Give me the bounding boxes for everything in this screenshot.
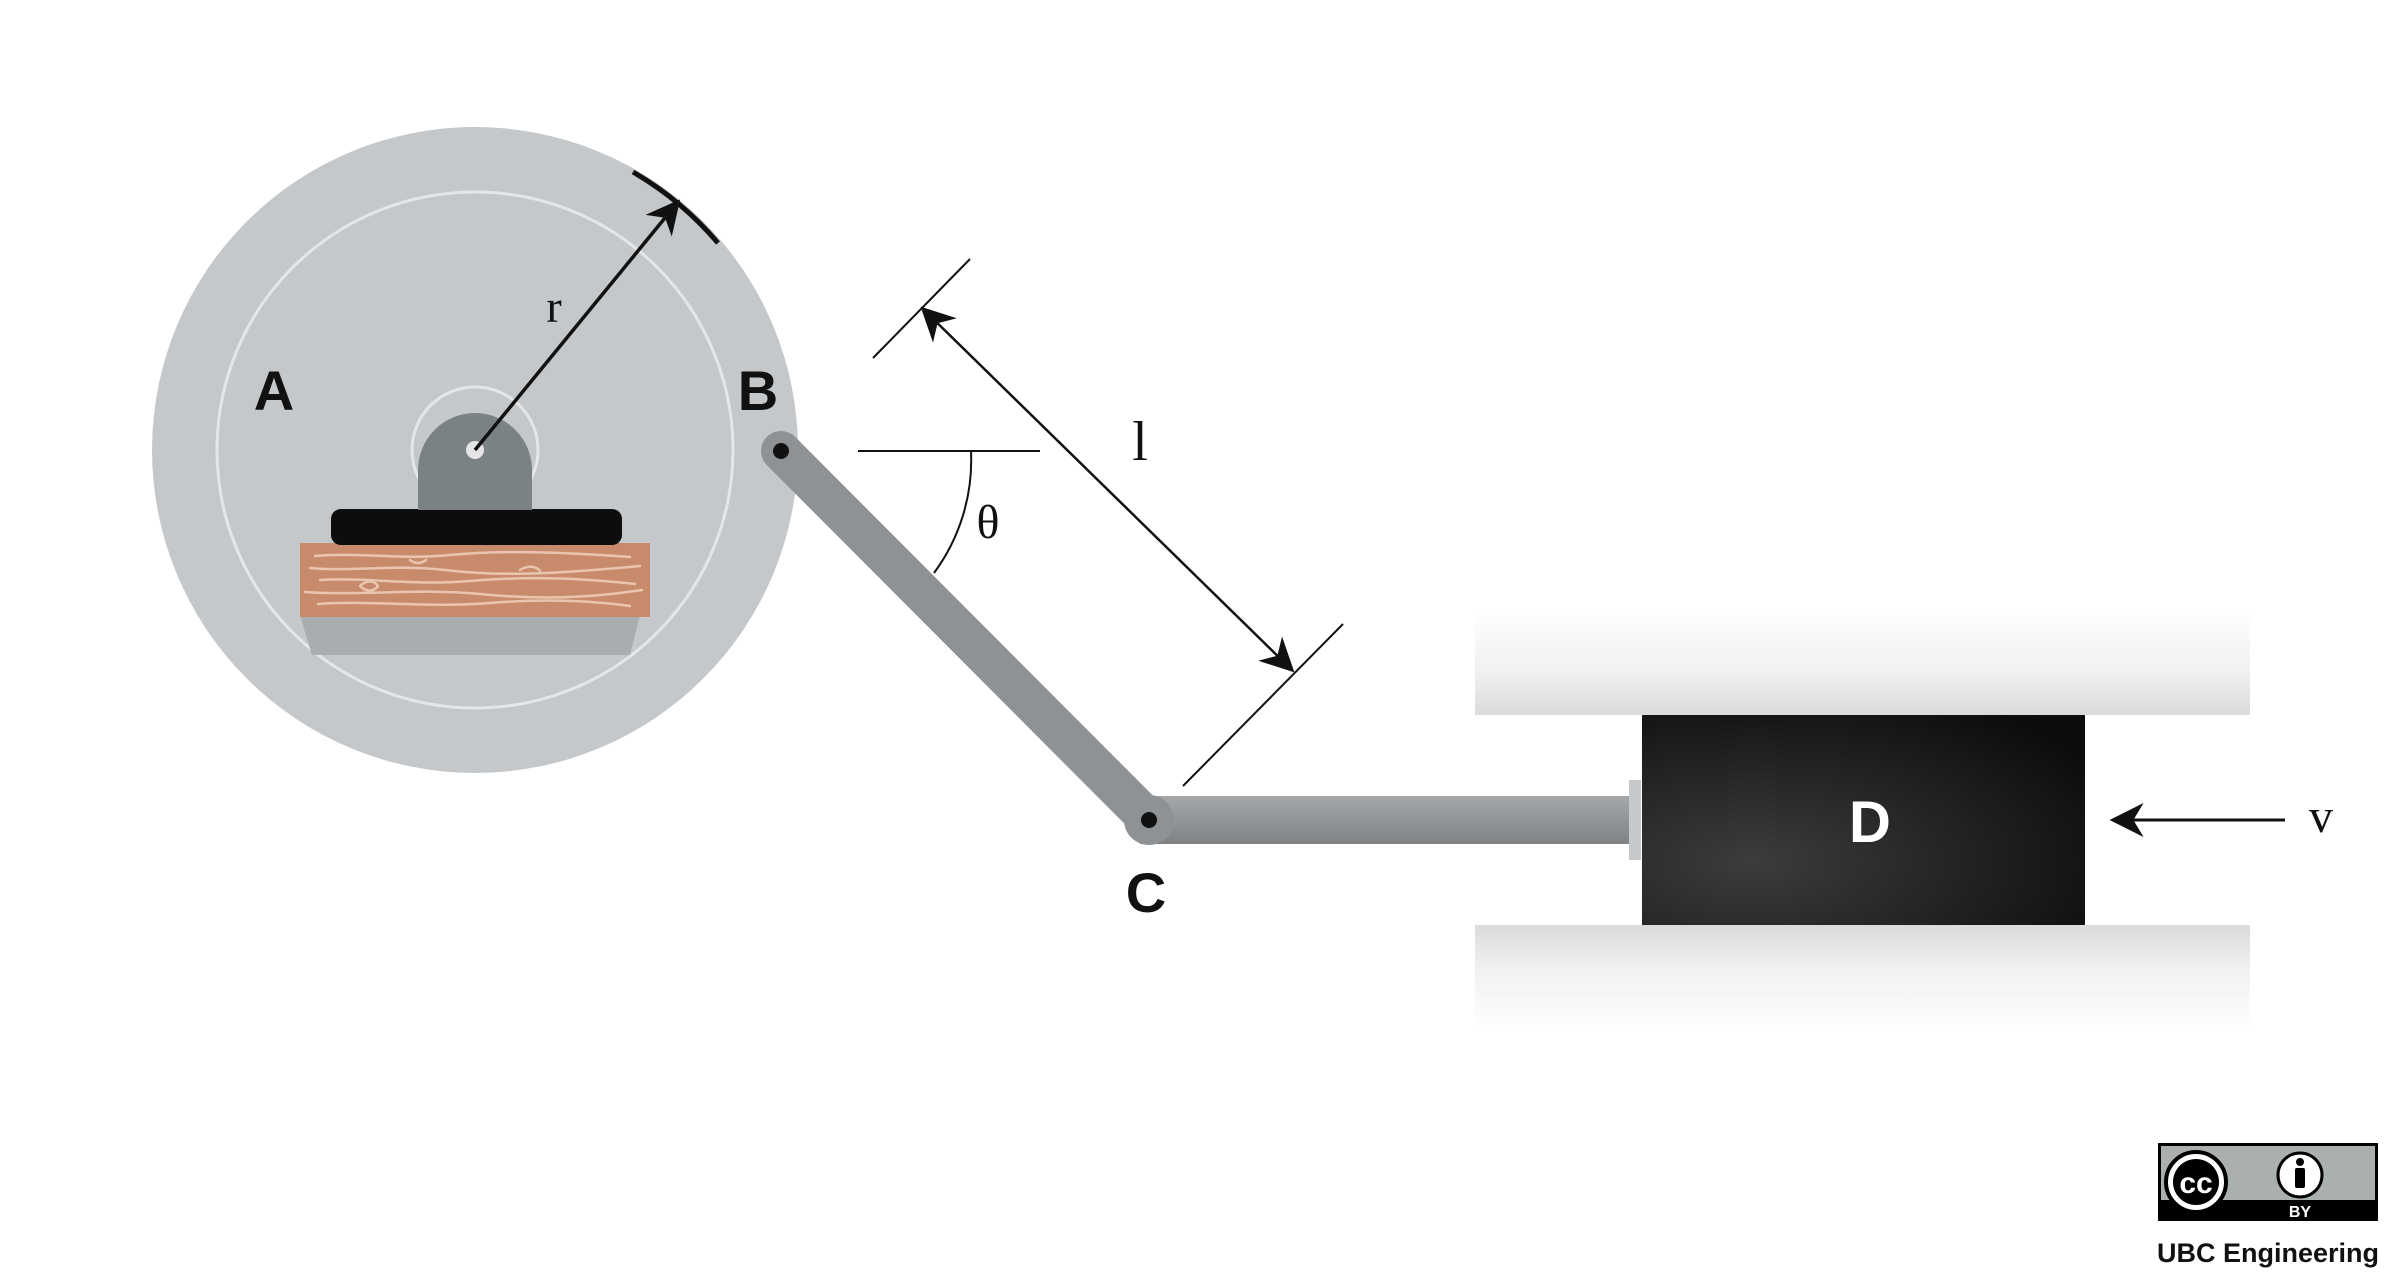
rod-connector [1629,780,1641,860]
label-a: A [254,359,294,422]
clamp-bar [331,509,622,545]
rod-cd [1140,796,1632,844]
block-d [1642,715,2085,925]
disk-inner-ring [215,190,735,710]
label-v: v [2309,790,2333,843]
joint-c-dot [1141,812,1157,828]
by-label: BY [2289,1204,2312,1221]
label-d: D [1849,790,1891,855]
wood-grain [303,550,644,608]
base-grey [300,615,640,655]
joint-b-dot [773,443,789,459]
label-r: r [546,281,561,332]
radius-arc-mark [631,169,720,245]
cc-by-badge: cc BY [2158,1143,2378,1221]
radius-arrow [473,199,681,452]
cc-circle-inner [2173,1159,2219,1205]
angle-arc [933,450,973,574]
label-l: l [1132,411,1148,473]
person-icon-body [2295,1168,2305,1188]
label-c: C [1126,861,1166,924]
label-b: B [738,359,778,422]
label-theta: θ [977,496,1000,549]
support-base [300,413,650,655]
rail-top [1475,610,2250,715]
length-extension-bottom [1182,623,1344,787]
cc-icon: cc [2179,1167,2212,1200]
pivot-housing [418,413,532,510]
length-extension-top [872,258,971,359]
person-icon-head [2296,1158,2304,1166]
credit-text: UBC Engineering [2157,1238,2379,1268]
rail-bottom [1475,925,2250,1030]
length-dimension-arrow [920,306,1295,673]
